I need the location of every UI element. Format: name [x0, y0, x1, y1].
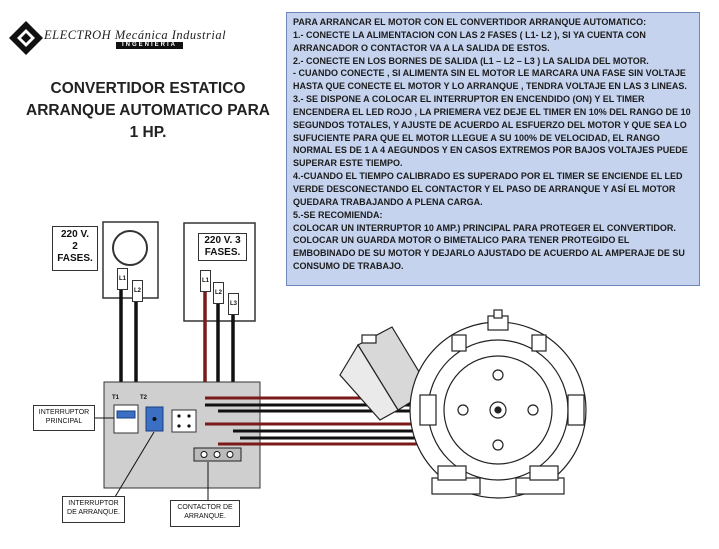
main-switch-body [113, 404, 139, 434]
contactor [171, 409, 197, 433]
meter-right-l2-tag: L2 [213, 282, 224, 304]
title-line-1: CONVERTIDOR ESTATICO [50, 80, 246, 97]
meter-right-l3-tag: L3 [228, 293, 239, 315]
logo-subtitle: INGENIERIA [116, 42, 184, 49]
logo-company-name: ELECTROH Mecánica Industrial [44, 28, 227, 42]
title-line-3: 1 HP. [129, 124, 167, 141]
contactor-callout: CONTACTOR DE ARRANQUE. [170, 500, 240, 527]
motor [339, 309, 587, 499]
supply-3-phase-label: 220 V. 3 FASES. [198, 233, 247, 261]
diagram-title: CONVERTIDOR ESTATICO ARRANQUE AUTOMATICO… [20, 78, 276, 144]
instructions-panel: PARA ARRANCAR EL MOTOR CON EL CONVERTIDO… [286, 12, 700, 286]
supply-2-phase-label: 220 V. 2 FASES. [52, 226, 98, 271]
logo-diamond-icon [9, 21, 43, 55]
title-line-2: ARRANQUE AUTOMATICO PARA [26, 102, 270, 119]
main-switch-lever [116, 410, 136, 419]
meter-left-l1-tag: L1 [117, 268, 128, 290]
logo: ELECTROH Mecánica Industrial INGENIERIA [8, 20, 273, 60]
meter-right-l1-tag: L1 [200, 270, 211, 292]
meter-circle-left [112, 230, 148, 266]
meter-left-l2-tag: L2 [132, 280, 143, 302]
main-switch-callout: INTERRUPTOR PRINCIPAL [33, 405, 95, 431]
pointer-start-switch [114, 431, 155, 498]
terminal-t1-label: T1 [112, 395, 120, 401]
terminal-t2-label: T2 [140, 395, 148, 401]
start-switch-callout: INTERRUPTOR DE ARRANQUE. [62, 496, 125, 523]
controller-plate [103, 381, 261, 489]
